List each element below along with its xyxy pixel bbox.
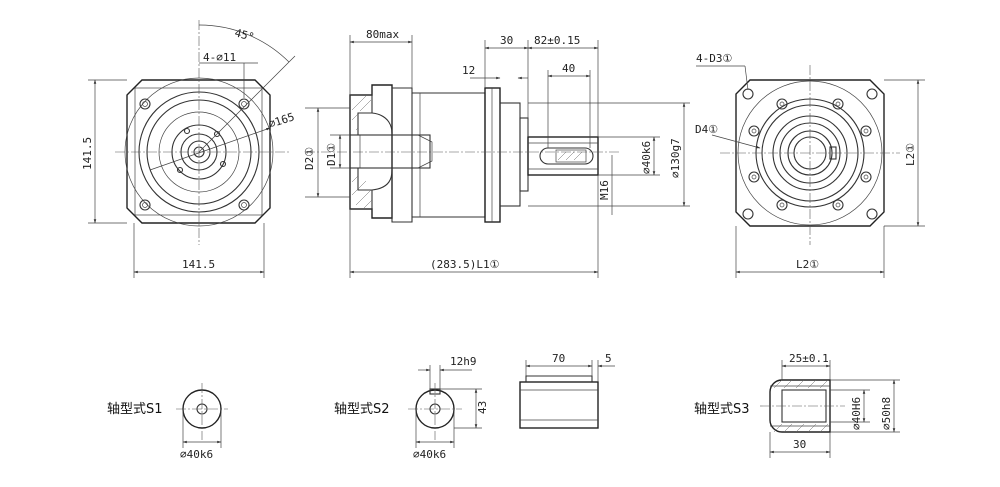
front-width-label: 141.5 <box>182 258 215 271</box>
side-input-flange <box>349 84 393 219</box>
rear-holes-label: 4-D3① <box>696 52 732 65</box>
rear-bolt-holes <box>748 98 872 211</box>
shaft-s3-depth: 25±0.1 <box>789 352 829 365</box>
shaft-s2-key-len: 70 <box>552 352 565 365</box>
side-d1-label: D1① <box>325 143 338 166</box>
side-output-shaft <box>527 136 599 176</box>
side-shoulder: 30 <box>500 34 513 47</box>
shaft-s2-key-width: 12h9 <box>450 355 477 368</box>
front-height-label: 141.5 <box>81 137 94 170</box>
rear-view: 4-D3① D4① L2① L2① <box>695 52 925 278</box>
shaft-s3-inner-dia: ⌀40H6 <box>850 397 863 430</box>
side-view: 80max 30 82±0.15 12 40 D2① D1① ⌀40k6 ⌀13… <box>303 28 690 278</box>
front-angle-label: 45° <box>233 26 256 44</box>
front-holes-label: 4-⌀11 <box>203 51 236 64</box>
side-key-length: 40 <box>562 62 575 75</box>
shaft-s3-length: 30 <box>793 438 806 451</box>
shaft-s3-outline <box>769 379 831 433</box>
side-pilot-dia: ⌀130g7 <box>669 138 682 178</box>
side-output-flange <box>484 87 501 223</box>
front-flange-inner <box>134 87 263 216</box>
shaft-s2-dia: ⌀40k6 <box>413 448 446 461</box>
side-shaft-length: 82±0.15 <box>534 34 580 47</box>
side-thread: M16 <box>598 180 611 200</box>
shaft-s2-key-height: 43 <box>476 401 489 414</box>
side-shaft-dia: ⌀40k6 <box>640 141 653 174</box>
rear-d4-label: D4① <box>695 123 718 136</box>
front-corner-holes <box>139 98 250 211</box>
front-flange-outline <box>126 79 271 224</box>
side-key-offset: 12 <box>462 64 475 77</box>
shaft-s2: 轴型式S2 12h9 43 ⌀40k6 70 5 <box>334 352 615 461</box>
side-total-length: (283.5)L1① <box>430 258 500 271</box>
shaft-s3-label: 轴型式S3 <box>694 402 750 417</box>
rear-l2-horizontal: L2① <box>796 258 819 271</box>
shaft-s1-label: 轴型式S1 <box>107 402 163 417</box>
front-view: 45° 4-⌀11 ⌀165 141.5 141.5 <box>81 20 296 278</box>
rear-flange-outline <box>735 79 885 227</box>
side-flange-max: 80max <box>366 28 399 41</box>
shaft-s1: 轴型式S1 ⌀40k6 <box>107 383 228 461</box>
shaft-s1-dia: ⌀40k6 <box>180 448 213 461</box>
shaft-s3-outer-dia: ⌀50h8 <box>880 397 893 430</box>
front-pcd-label: ⌀165 <box>267 110 296 131</box>
shaft-s3: 轴型式S3 25±0.1 ⌀40H6 ⌀50h8 30 <box>694 352 900 458</box>
shaft-s2-label: 轴型式S2 <box>334 402 390 417</box>
shaft-s2-key-block <box>519 381 599 429</box>
shaft-s2-key-end: 5 <box>605 352 612 365</box>
side-d2-label: D2① <box>303 147 316 170</box>
rear-l2-vertical: L2① <box>904 143 917 166</box>
